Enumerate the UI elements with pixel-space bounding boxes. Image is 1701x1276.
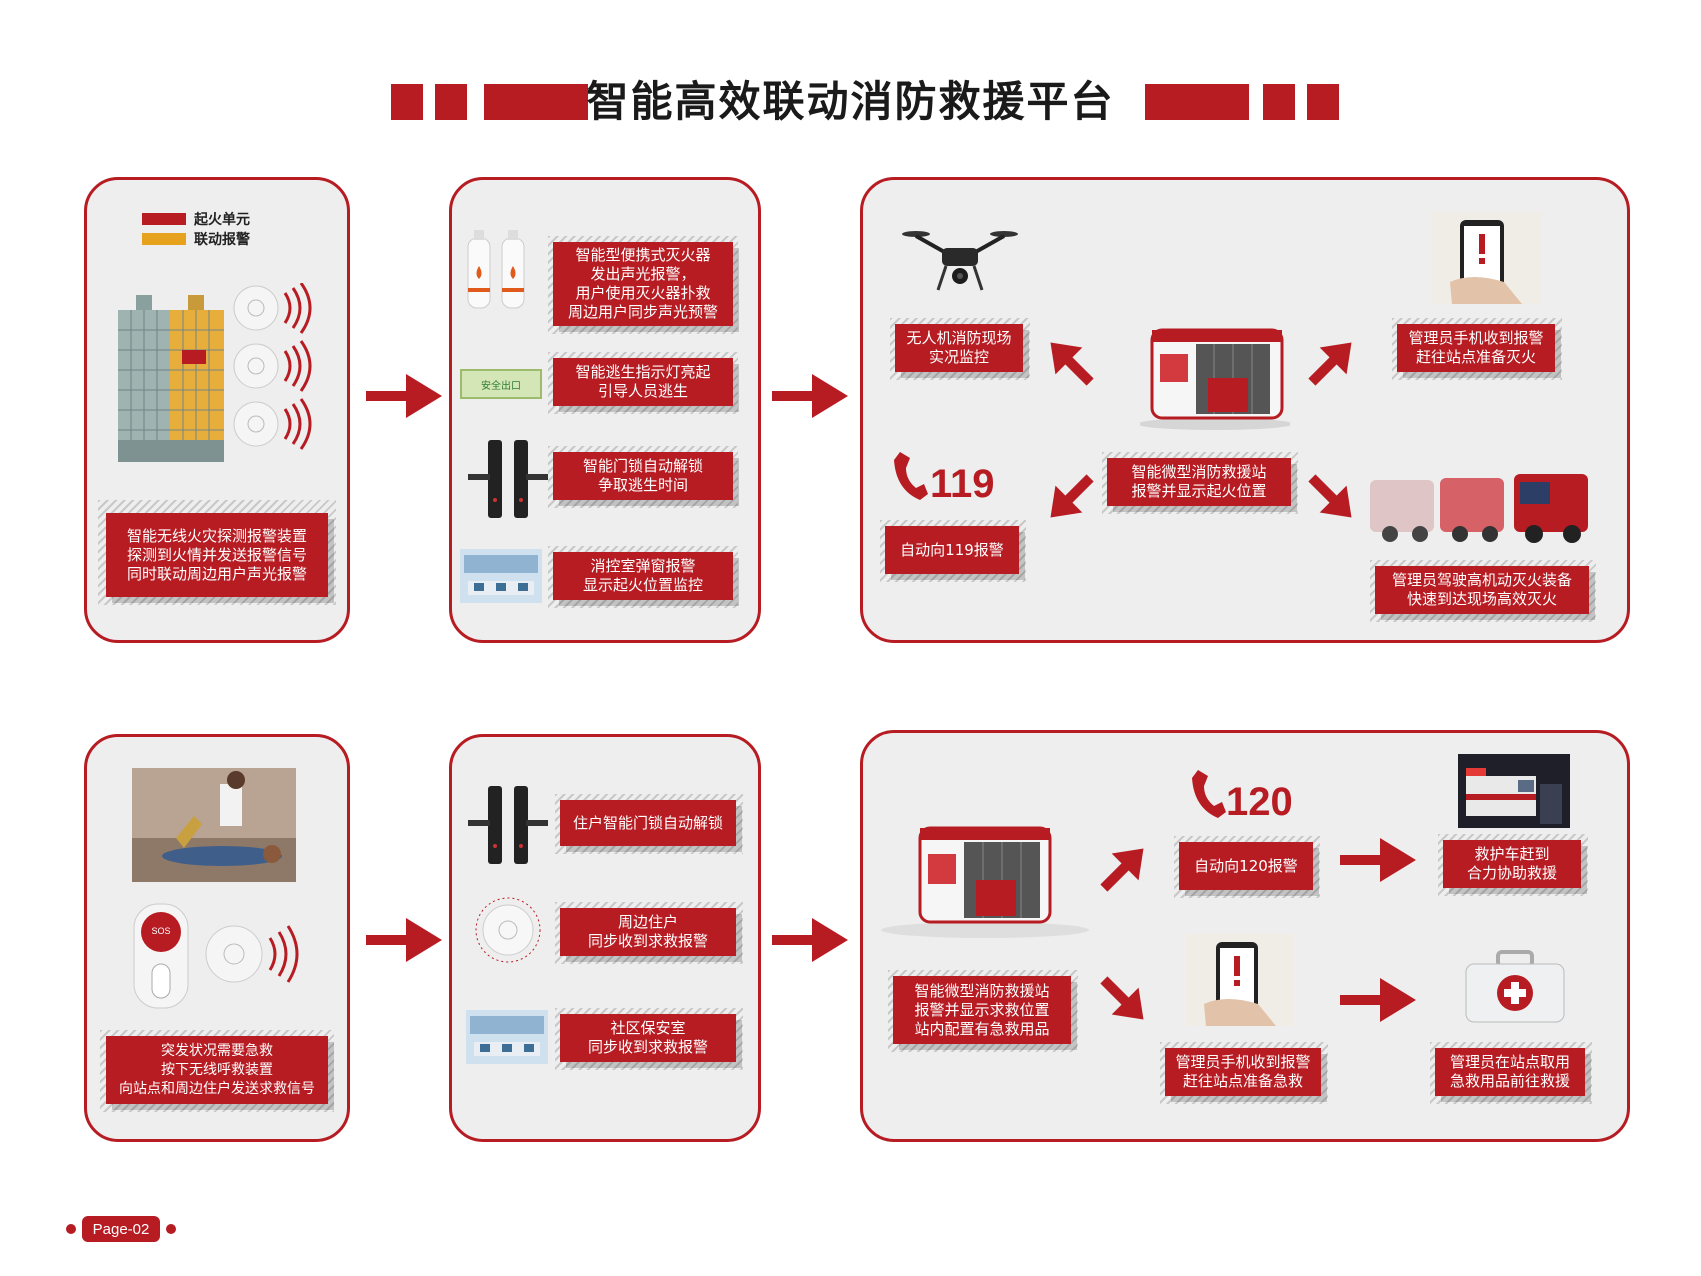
rescue-station-label: 智能微型消防救援站 报警并显示求救位置 站内配置有急救用品 xyxy=(893,976,1071,1044)
door-lock-label-text: 智能门锁自动解锁 争取逃生时间 xyxy=(582,457,703,494)
legend-fire-text: 起火单元 xyxy=(194,212,250,228)
legend-alarm-swatch xyxy=(142,233,186,245)
detector-label: 智能无线火灾探测报警装置 探测到火情并发送报警信号 同时联动周边用户声光报警 xyxy=(106,513,328,597)
title-bar-right-2 xyxy=(1263,84,1295,120)
extinguisher-label: 智能型便携式灭火器 发出声光报警， 用户使用灭火器扑救 周边用户同步声光预警 xyxy=(553,242,733,326)
footer-dot-right xyxy=(166,1224,176,1234)
drone-label-text: 无人机消防现场 实况监控 xyxy=(906,329,1012,366)
footer-dot-left xyxy=(66,1224,76,1234)
vehicle-label: 管理员驾驶高机动灭火装备 快速到达现场高效灭火 xyxy=(1375,566,1589,614)
station-label-text: 智能微型消防救援站 报警并显示起火位置 xyxy=(1131,463,1267,500)
vehicle-label-text: 管理员驾驶高机动灭火装备 快速到达现场高效灭火 xyxy=(1391,571,1572,608)
security-label: 社区保安室 同步收到求救报警 xyxy=(560,1014,736,1062)
ambulance-image xyxy=(1458,754,1570,828)
rescue-station-label-text: 智能微型消防救援站 报警并显示求救位置 站内配置有急救用品 xyxy=(914,981,1050,1038)
smoke-detector-icon xyxy=(233,283,312,450)
exit-sign-label: 智能逃生指示灯亮起 引导人员逃生 xyxy=(553,358,733,406)
detector-label-text: 智能无线火灾探测报警装置 探测到火情并发送报警信号 同时联动周边用户声光报警 xyxy=(126,526,307,583)
smartphone-icon xyxy=(1432,212,1542,304)
arrow-icon xyxy=(772,918,848,962)
arrow-icon xyxy=(1308,474,1352,518)
door-lock-icon xyxy=(468,440,548,518)
neighbors-label: 周边住户 同步收到求救报警 xyxy=(560,908,736,956)
arrow-icon xyxy=(1050,342,1094,386)
rescue-admin-phone-text: 管理员手机收到报警 赶往站点准备急救 xyxy=(1175,1053,1311,1090)
door-lock-label: 智能门锁自动解锁 争取逃生时间 xyxy=(553,452,733,500)
arrow-icon xyxy=(1340,838,1416,882)
phone-icon xyxy=(1192,770,1226,818)
exit-sign-icon: 安全出口 xyxy=(460,369,542,399)
sos-label-text: 突发状况需要急救 按下无线呼救装置 向站点和周边住户发送求救信号 xyxy=(119,1042,315,1097)
neighbors-label-text: 周边住户 同步收到求救报警 xyxy=(587,913,708,950)
fire-station-icon xyxy=(1140,328,1290,430)
sos-button-icon xyxy=(133,903,189,1009)
admin-phone-label: 管理员手机收到报警 赶往站点准备灭火 xyxy=(1397,324,1555,372)
smoke-detector-icon xyxy=(205,925,299,983)
exit-sign-text: 安全出口 xyxy=(481,380,521,392)
title-bar-left-3 xyxy=(484,84,588,120)
arrow-icon xyxy=(1100,848,1144,892)
rescue-door-lock-text: 住户智能门锁自动解锁 xyxy=(572,813,723,832)
control-room-label: 消控室弹窗报警 显示起火位置监控 xyxy=(553,552,733,600)
auto-call-119-text: 自动向119报警 xyxy=(900,540,1004,559)
control-room-icon xyxy=(460,549,542,603)
phone-icon xyxy=(894,452,928,500)
legend-alarm-text: 联动报警 xyxy=(194,232,250,248)
smartphone-icon xyxy=(1186,934,1294,1026)
control-room-label-text: 消控室弹窗报警 显示起火位置监控 xyxy=(582,557,703,594)
arrow-icon xyxy=(1050,474,1094,518)
title-bar-left-1 xyxy=(391,84,423,120)
arrow-icon xyxy=(366,374,442,418)
arrow-icon xyxy=(1100,976,1144,1020)
first-aid-label-text: 管理员在站点取用 急救用品前往救援 xyxy=(1449,1053,1570,1090)
arrow-icon xyxy=(772,374,848,418)
legend-fire-swatch xyxy=(142,213,186,225)
sos-button-text: SOS xyxy=(151,926,171,936)
arrow-icon xyxy=(1340,978,1416,1022)
rescue-admin-phone-label: 管理员手机收到报警 赶往站点准备急救 xyxy=(1165,1048,1321,1096)
control-room-icon xyxy=(466,1010,548,1064)
arrow-icon xyxy=(1308,342,1352,386)
smoke-detector-icon xyxy=(475,897,541,963)
door-lock-icon xyxy=(468,786,548,864)
admin-phone-label-text: 管理员手机收到报警 赶往站点准备灭火 xyxy=(1408,329,1544,366)
building-illustration xyxy=(118,295,224,462)
title-bar-right-3 xyxy=(1307,84,1339,120)
emergency-scene-image xyxy=(132,768,296,882)
phone-119: 119 xyxy=(930,462,995,506)
extinguisher-icon xyxy=(467,230,525,309)
phone-120: 120 xyxy=(1226,780,1293,824)
arrow-icon xyxy=(366,918,442,962)
fire-station-icon xyxy=(881,826,1089,938)
title-bar-left-2 xyxy=(435,84,467,120)
security-label-text: 社区保安室 同步收到求救报警 xyxy=(587,1019,708,1056)
rescue-door-lock-label: 住户智能门锁自动解锁 xyxy=(560,800,736,846)
ambulance-label-text: 救护车赶到 合力协助救援 xyxy=(1466,845,1557,882)
auto-call-120-label: 自动向120报警 xyxy=(1179,842,1313,890)
drone-label: 无人机消防现场 实况监控 xyxy=(895,324,1023,372)
page-title: 智能高效联动消防救援平台 xyxy=(586,77,1115,126)
extinguisher-label-text: 智能型便携式灭火器 发出声光报警， 用户使用灭火器扑救 周边用户同步声光预警 xyxy=(567,246,718,321)
auto-call-120-text: 自动向120报警 xyxy=(1194,856,1298,875)
page-number: Page-02 xyxy=(82,1216,160,1242)
ambulance-label: 救护车赶到 合力协助救援 xyxy=(1443,840,1581,888)
sos-label: 突发状况需要急救 按下无线呼救装置 向站点和周边住户发送求救信号 xyxy=(106,1036,328,1104)
drone-icon xyxy=(902,231,1018,291)
first-aid-kit-icon xyxy=(1465,950,1565,1023)
fire-vehicle-icon xyxy=(1370,474,1588,543)
auto-call-119-label: 自动向119报警 xyxy=(885,526,1019,574)
first-aid-label: 管理员在站点取用 急救用品前往救援 xyxy=(1435,1048,1585,1096)
station-label: 智能微型消防救援站 报警并显示起火位置 xyxy=(1107,458,1291,506)
title-bar-right-1 xyxy=(1145,84,1249,120)
exit-sign-label-text: 智能逃生指示灯亮起 引导人员逃生 xyxy=(575,363,711,400)
